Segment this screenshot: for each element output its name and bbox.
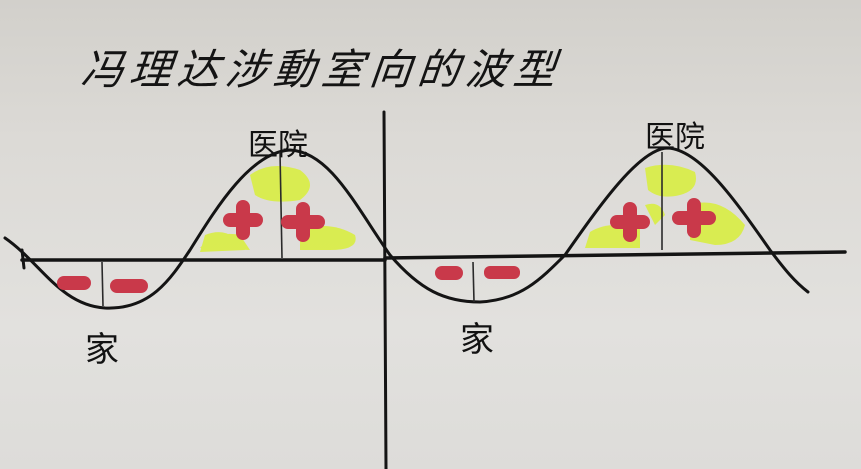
plus-icon	[610, 202, 650, 242]
plus-markers	[223, 198, 716, 242]
peak-1-highlight	[200, 166, 356, 252]
peak-label-hospital-2: 医院	[645, 120, 705, 155]
plus-icon	[672, 198, 716, 238]
minus-icon	[57, 276, 91, 290]
peak-2-highlight	[585, 164, 745, 248]
minus-markers	[57, 266, 520, 293]
minus-icon	[435, 266, 463, 280]
minus-icon	[110, 279, 148, 293]
plus-icon	[223, 200, 263, 240]
x-axis-right	[383, 250, 847, 260]
wave-curve	[3, 146, 810, 310]
trough-label-home-1: 家	[85, 330, 119, 370]
y-axis	[382, 110, 388, 469]
minus-icon	[484, 266, 520, 279]
peak-label-hospital-1: 医院	[248, 128, 308, 163]
axes	[20, 110, 847, 469]
trough-label-home-2: 家	[460, 320, 494, 360]
plus-icon	[281, 202, 325, 242]
center-dividers	[101, 151, 663, 307]
